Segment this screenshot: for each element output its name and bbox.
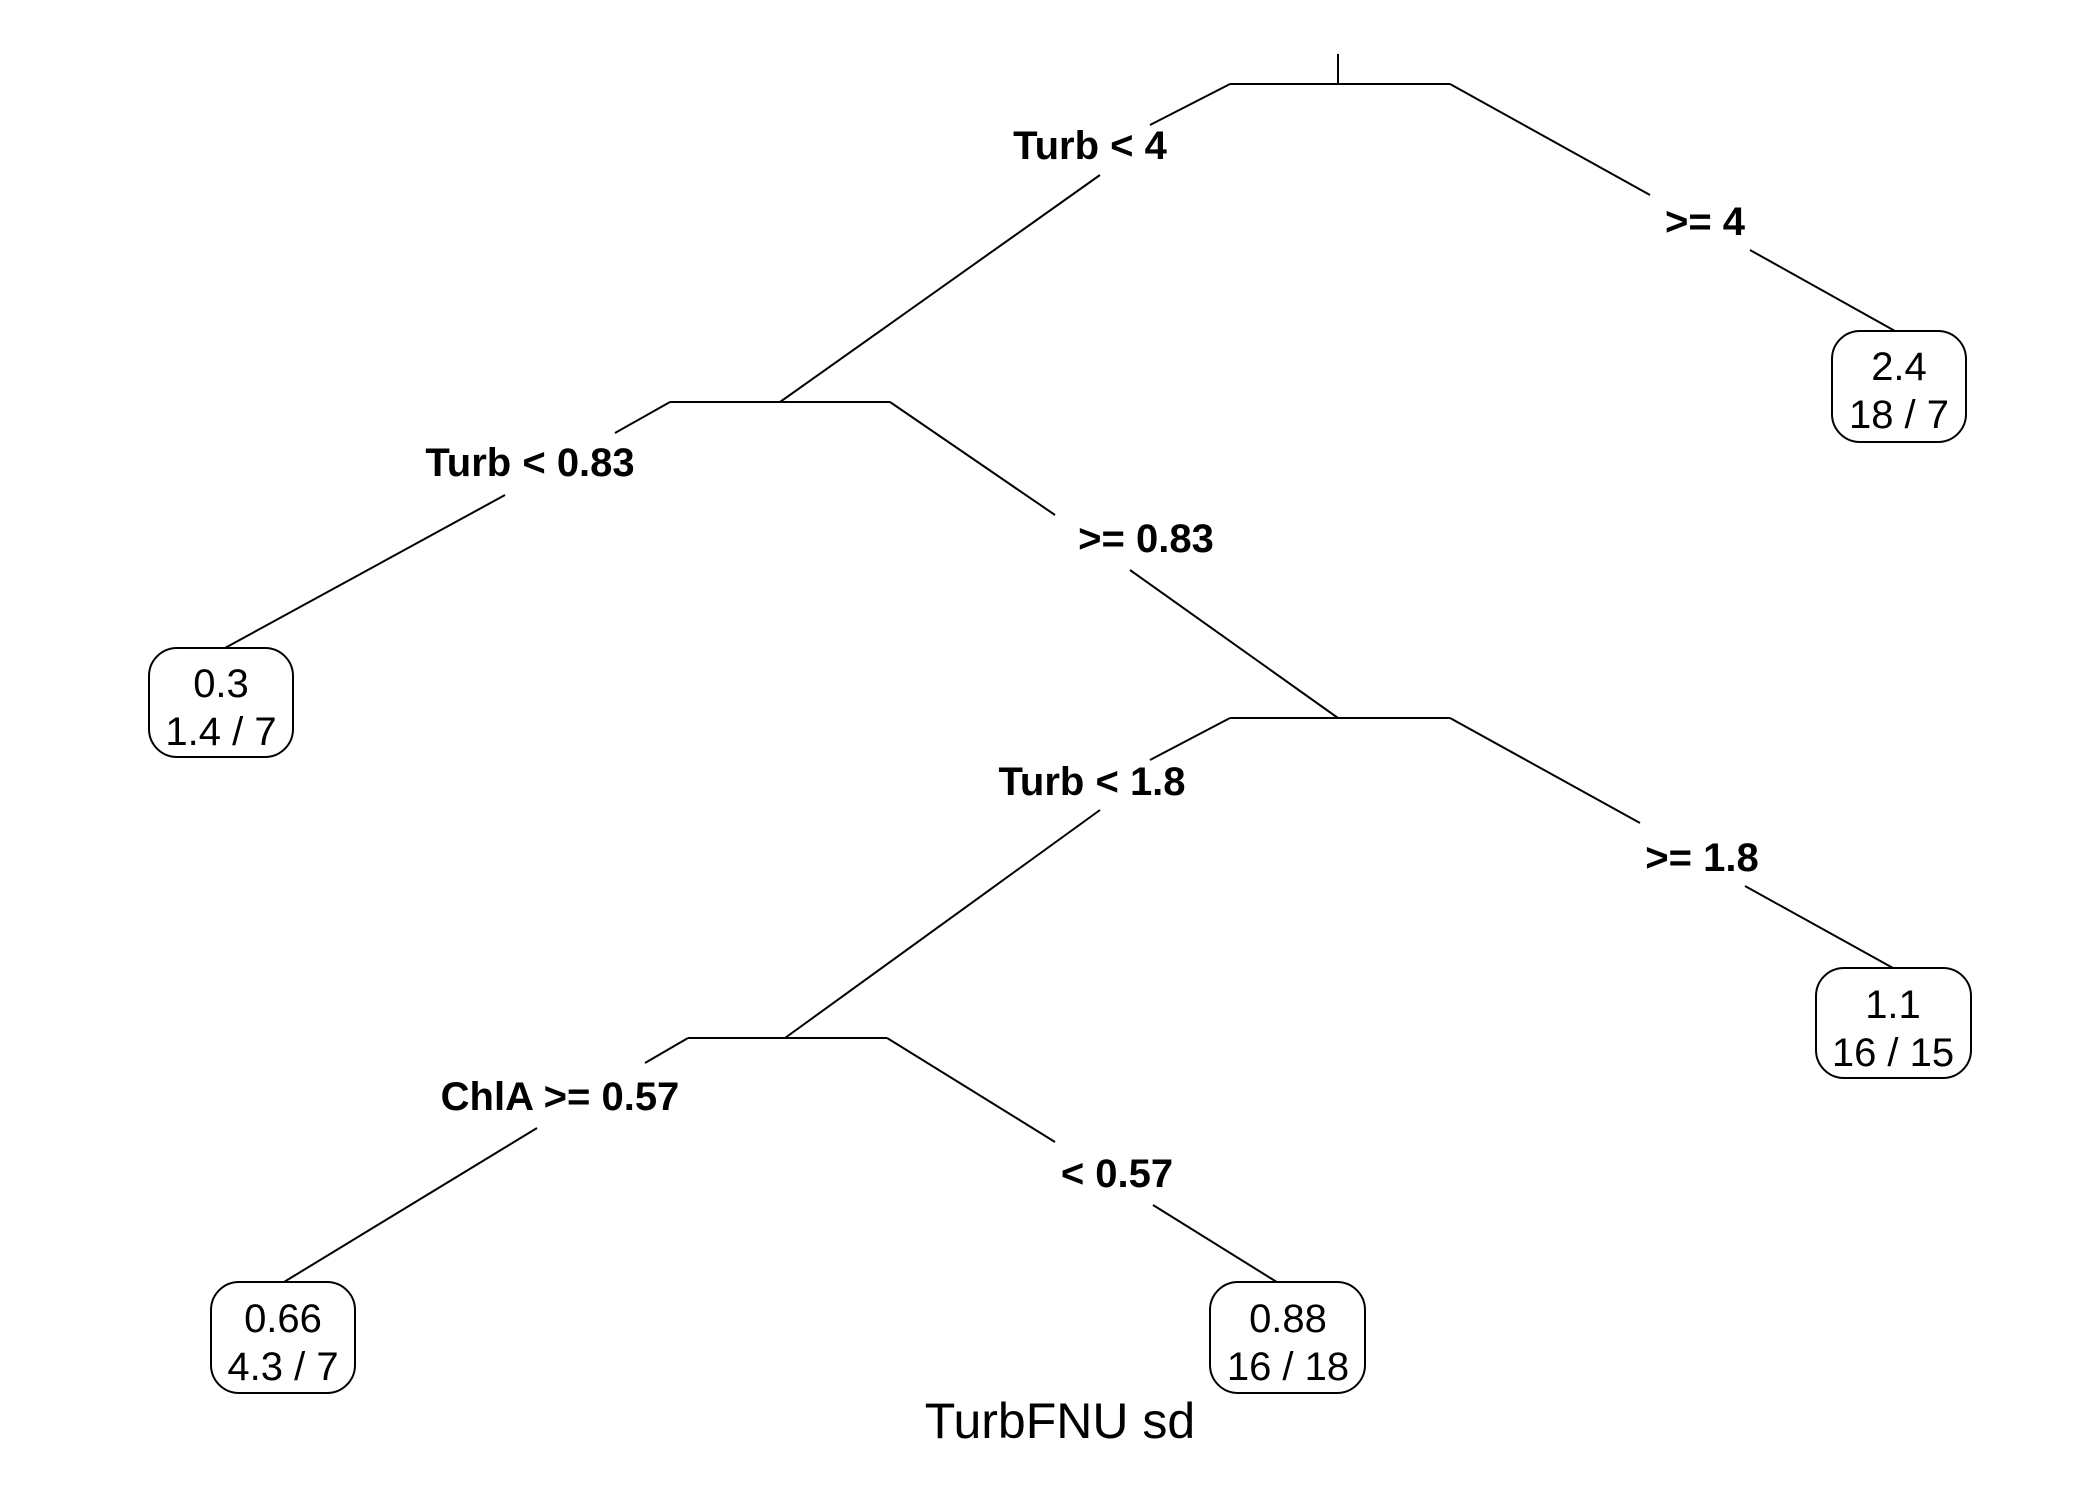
leaf-node: 2.4 18 / 7	[1831, 330, 1967, 443]
leaf-counts: 1.4 / 7	[165, 710, 276, 754]
split-label-chla-ge-0-57: ChlA >= 0.57	[441, 1075, 680, 1119]
split-label-turb-ge-0-83: >= 0.83	[1078, 517, 1214, 561]
leaf-value: 2.4	[1871, 345, 1927, 389]
leaf-value: 0.88	[1249, 1297, 1327, 1341]
node-3-split: Turb < 1.8 >= 1.8	[784, 717, 1894, 1039]
node-2-split: Turb < 0.83 >= 0.83	[224, 401, 1339, 719]
leaf-counts: 16 / 15	[1832, 1031, 1954, 1075]
tree-title: TurbFNU sd	[925, 1393, 1195, 1449]
leaf-node: 0.88 16 / 18	[1209, 1281, 1366, 1394]
split-label-turb-lt-4: Turb < 4	[1013, 124, 1167, 168]
leaf-node: 0.66 4.3 / 7	[210, 1281, 356, 1394]
node-1-split: Turb < 4 >= 4	[779, 83, 1896, 403]
node-4-split: ChlA >= 0.57 < 0.57	[283, 1037, 1289, 1290]
leaf-value: 0.66	[244, 1297, 322, 1341]
leaf-counts: 18 / 7	[1849, 393, 1949, 437]
split-label-turb-ge-4: >= 4	[1665, 200, 1746, 244]
leaf-counts: 4.3 / 7	[227, 1345, 338, 1389]
split-label-chla-lt-0-57: < 0.57	[1061, 1152, 1173, 1196]
leaf-counts: 16 / 18	[1227, 1345, 1349, 1389]
split-label-turb-ge-1-8: >= 1.8	[1645, 836, 1758, 880]
leaf-value: 1.1	[1865, 983, 1921, 1027]
split-label-turb-lt-0-83: Turb < 0.83	[425, 441, 634, 485]
split-label-turb-lt-1-8: Turb < 1.8	[998, 760, 1185, 804]
leaf-value: 0.3	[193, 662, 249, 706]
leaf-node: 0.3 1.4 / 7	[148, 647, 294, 758]
leaf-node: 1.1 16 / 15	[1815, 967, 1972, 1079]
